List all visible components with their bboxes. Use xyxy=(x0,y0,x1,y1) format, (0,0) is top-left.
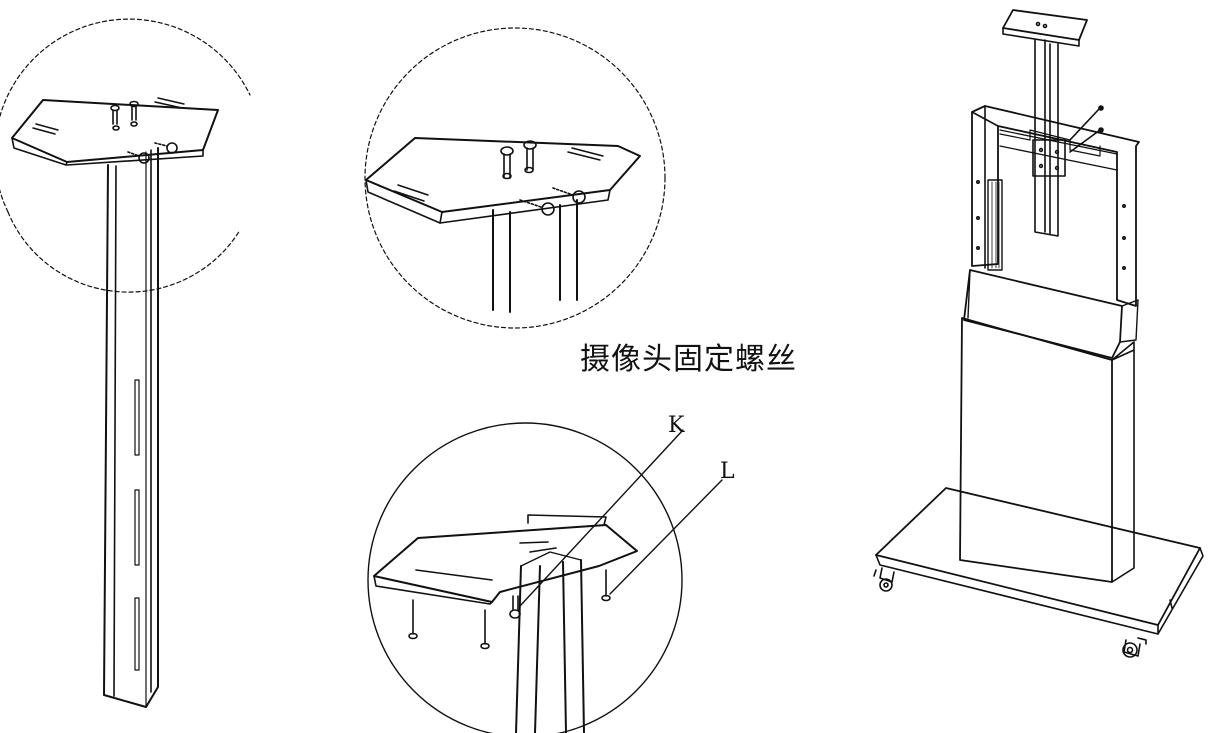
pole-bottom-zoomed xyxy=(515,559,585,733)
display-cabinet xyxy=(959,317,1113,583)
top-camera-plate xyxy=(1002,9,1088,41)
assembled-stand xyxy=(873,9,1204,658)
underside-detail: K L xyxy=(367,413,735,733)
frame-upper xyxy=(971,105,1140,307)
caster-wheel-icon xyxy=(873,567,1173,658)
dashed-zoom-circle-left xyxy=(0,18,251,213)
frame-mid-band xyxy=(963,269,1123,359)
camera-screw-caption: 摄像头固定螺丝 xyxy=(580,342,797,377)
screw-icon xyxy=(408,569,611,650)
callout-label-l: L xyxy=(720,459,735,484)
screw-icon xyxy=(500,140,537,180)
pole-top-zoomed xyxy=(492,199,578,313)
pole-assembly xyxy=(0,18,251,708)
side-screw-icon xyxy=(519,187,586,216)
screw-icon xyxy=(110,100,139,131)
camera-plate xyxy=(11,99,219,163)
callout-line-l xyxy=(609,479,723,595)
callout-label-k: K xyxy=(668,413,685,438)
camera-plate-underside xyxy=(373,524,638,603)
side-screw-icon xyxy=(127,142,178,164)
callout-line-k xyxy=(519,429,684,607)
vertical-pole xyxy=(103,147,159,708)
dashed-zoom-circle-mid xyxy=(364,27,666,329)
plate-detail xyxy=(364,27,666,329)
solid-zoom-circle xyxy=(367,422,683,733)
